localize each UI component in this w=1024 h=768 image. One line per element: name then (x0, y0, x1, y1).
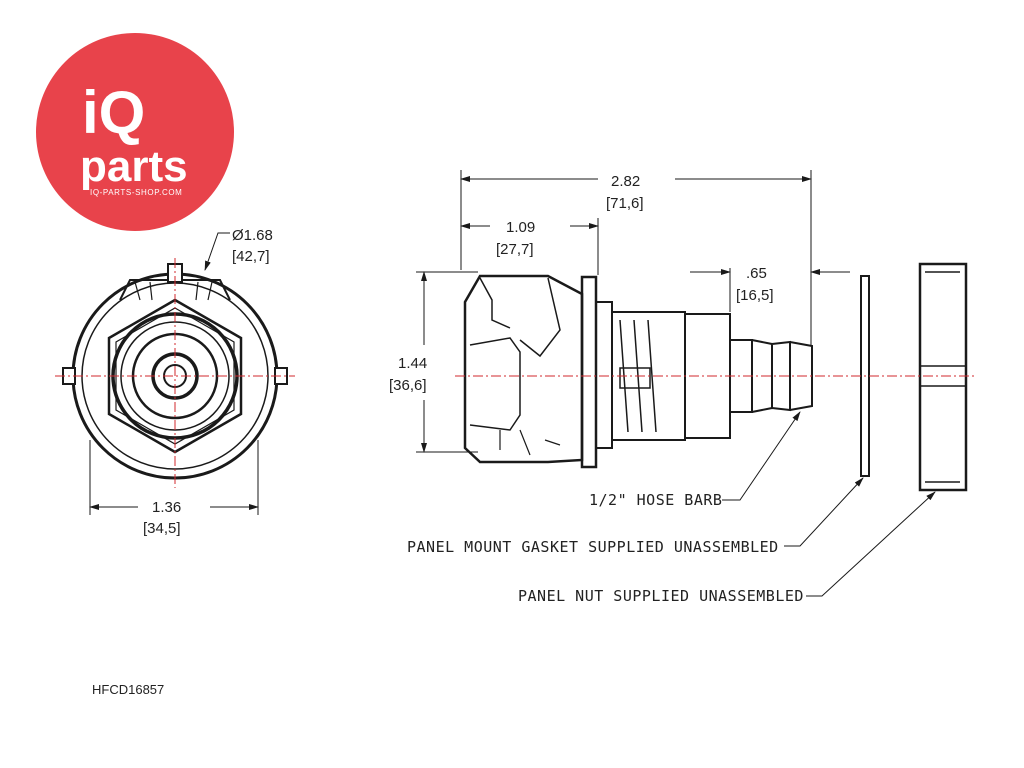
side-thread-collar (595, 301, 613, 449)
side-thread-body (611, 311, 686, 441)
front-latch-ribs (134, 281, 213, 301)
nut-leader (806, 491, 936, 597)
side-body-latch (479, 277, 561, 358)
logo-brand-bottom: parts (80, 142, 188, 191)
logo-url: IQ-PARTS-SHOP.COM (90, 188, 182, 197)
logo-circle (36, 33, 234, 231)
nut-callout: PANEL NUT SUPPLIED UNASSEMBLED (518, 587, 804, 605)
barb-length-mm: [16,5] (736, 287, 774, 304)
body-length-mm: [27,7] (496, 241, 534, 258)
side-nut-details (920, 271, 966, 483)
front-diameter-leader (204, 232, 230, 271)
front-width-mm: [34,5] (143, 520, 181, 537)
front-diameter-mm: [42,7] (232, 248, 270, 265)
side-flange (580, 275, 598, 469)
hose-barb-leader (722, 411, 801, 501)
height-in: 1.44 (398, 355, 427, 372)
body-length-in: 1.09 (506, 219, 535, 236)
overall-length-in: 2.82 (611, 173, 640, 190)
side-body-ribs (499, 429, 561, 456)
iq-parts-logo: iQ parts IQ-PARTS-SHOP.COM (36, 33, 234, 231)
side-body (463, 274, 584, 464)
logo-brand-top: iQ (82, 79, 145, 146)
side-body-hex (469, 337, 521, 431)
side-panel-nut (918, 262, 968, 492)
gasket-leader (784, 477, 864, 547)
hose-barb-callout: 1/2" HOSE BARB (589, 491, 722, 509)
barb-length-in: .65 (746, 265, 767, 282)
front-width-in: 1.36 (152, 499, 181, 516)
side-view (416, 170, 975, 597)
front-view (55, 232, 295, 515)
part-number: HFCD16857 (92, 682, 165, 697)
side-thread-window (619, 367, 651, 389)
gasket-callout: PANEL MOUNT GASKET SUPPLIED UNASSEMBLED (407, 538, 779, 556)
front-diameter-in: Ø1.68 (232, 227, 273, 244)
overall-length-mm: [71,6] (606, 195, 644, 212)
height-mm: [36,6] (389, 377, 427, 394)
